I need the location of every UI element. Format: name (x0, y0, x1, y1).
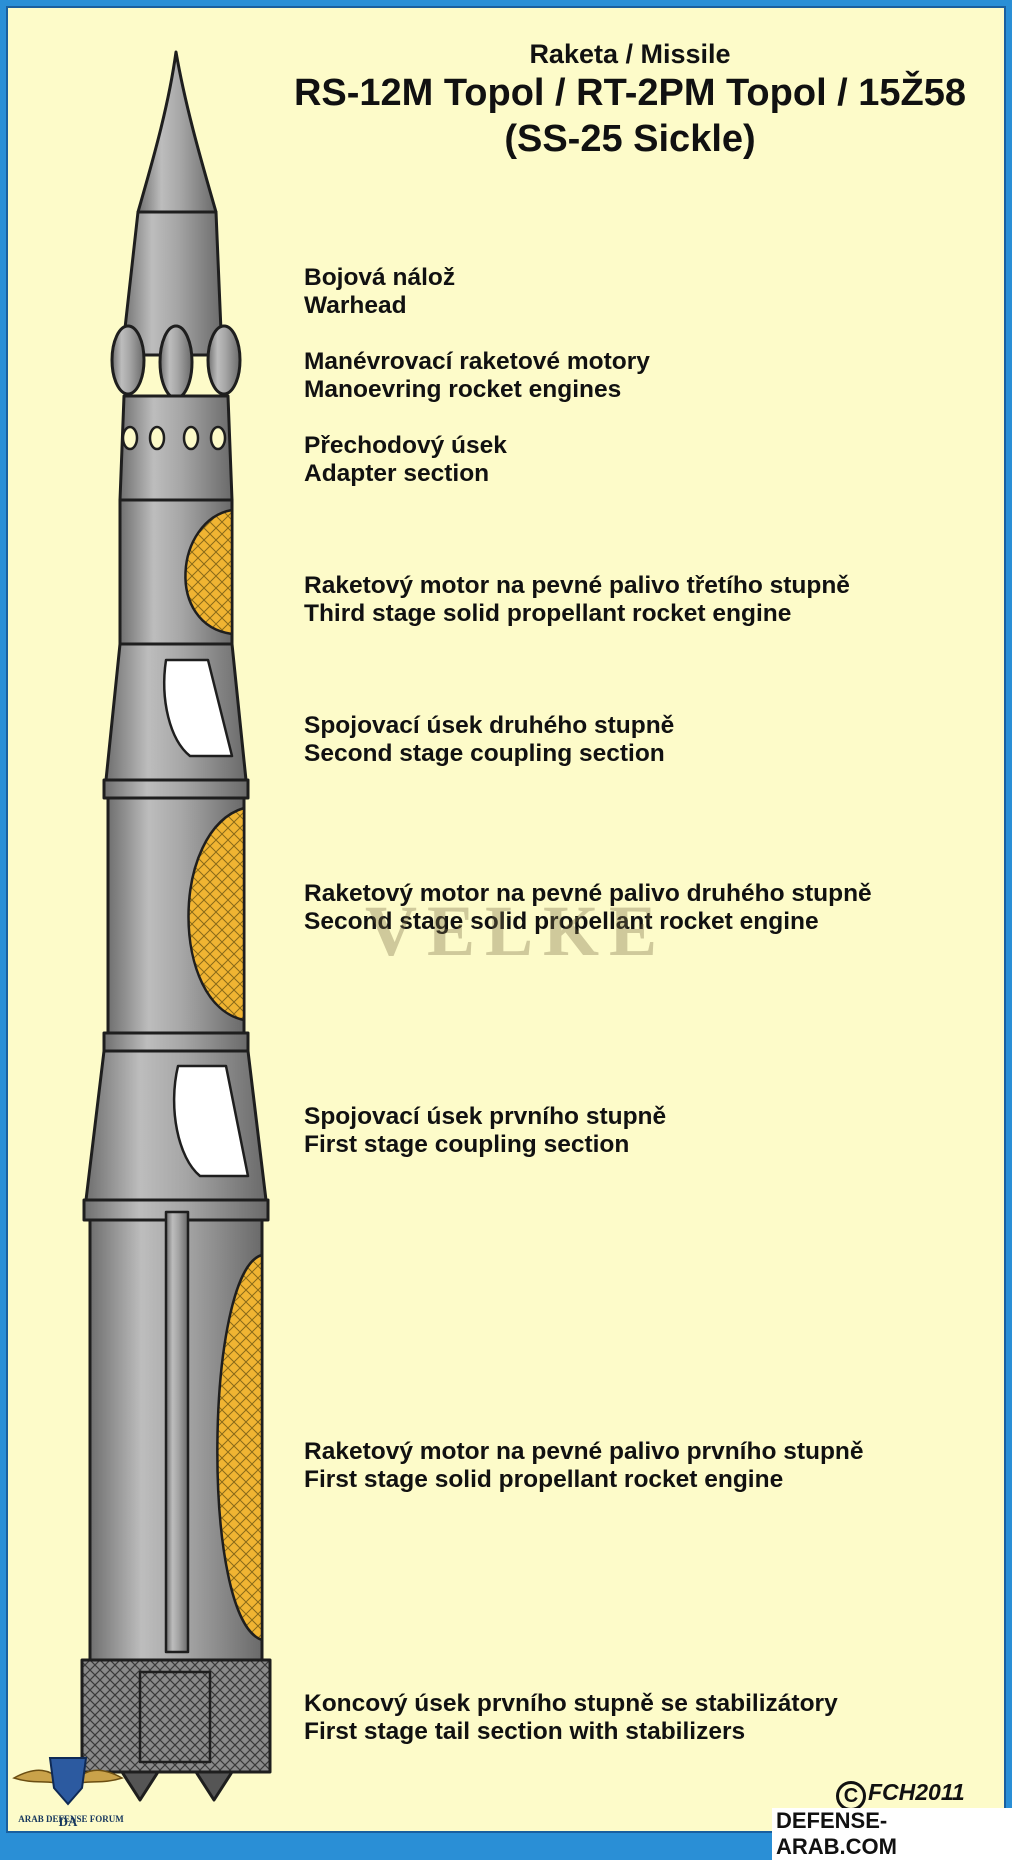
first-stage-propellant (216, 1253, 264, 1642)
adapter-port (148, 425, 166, 451)
tail-center-panel (138, 1670, 212, 1764)
adapter-port (209, 425, 227, 451)
maneuvering-engine-right (206, 324, 242, 396)
tail-stabilizer (120, 1770, 160, 1802)
third-stage-propellant (184, 508, 234, 636)
title-kicker: Raketa / Missile (529, 39, 731, 69)
title-designation: (SS-25 Sickle) (504, 118, 756, 160)
first-stage-conduit (164, 1210, 190, 1654)
second-stage-coupling-window (163, 658, 234, 758)
label-second-stage-motor: Raketový motor na pevné palivo druhého s… (304, 880, 872, 935)
forum-logo-icon: DA (12, 1757, 124, 1829)
title-main: RS-12M Topol / RT-2PM Topol / 15Ž58 (293, 72, 967, 114)
forum-logo-text: DA (59, 1814, 78, 1829)
warhead-nose (136, 50, 218, 214)
adapter-port (121, 425, 139, 451)
second-stage-propellant (187, 806, 246, 1022)
maneuvering-engine-left (110, 324, 146, 396)
site-url[interactable]: DEFENSE-ARAB.COM (772, 1808, 1012, 1860)
maneuvering-engine-center (158, 324, 194, 400)
coupling-band (102, 778, 250, 800)
forum-name: ARAB DEFENSE FORUM (18, 1814, 124, 1824)
copyright-icon: C (836, 1781, 866, 1811)
tail-stabilizer (194, 1770, 234, 1802)
label-first-stage-motor: Raketový motor na pevné palivo prvního s… (304, 1438, 864, 1493)
first-stage-coupling-window (172, 1064, 250, 1178)
label-third-stage-motor: Raketový motor na pevné palivo třetího s… (304, 572, 850, 627)
coupling-band (102, 1031, 250, 1053)
watermark: VELKE (365, 891, 668, 971)
title-block: Raketa / Missile RS-12M Topol / RT-2PM T… (240, 38, 1012, 162)
adapter-port (182, 425, 200, 451)
copyright-text: FCH2011 (868, 1779, 965, 1805)
label-tail-section: Koncový úsek prvního stupně se stabilizá… (304, 1690, 838, 1745)
